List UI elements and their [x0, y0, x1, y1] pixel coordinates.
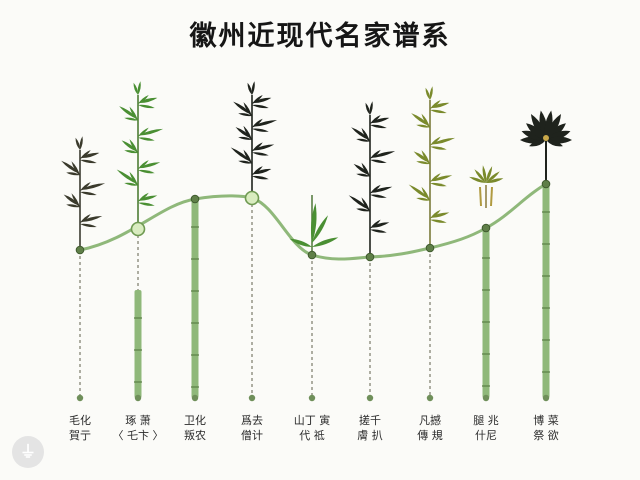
figure-label: 爲去僧计 [222, 413, 282, 443]
lineage-stem [248, 198, 256, 402]
figure-label-line2: 傳 規 [417, 429, 443, 442]
figure-label-line2: 賀亍 [69, 429, 91, 442]
figure-label: 山丁 寅代 祗 [282, 413, 342, 443]
plant-illustration [289, 195, 339, 255]
lineage-stem [134, 229, 142, 402]
figure-label-line1: 毛化 [69, 414, 91, 427]
lineage-stem [76, 250, 84, 402]
lineage-node [425, 243, 435, 253]
lineage-node [75, 245, 85, 255]
figure-label: 凡撼傳 規 [400, 413, 460, 443]
lineage-node [541, 179, 551, 189]
figure-label-line1: 搓千 [359, 414, 381, 427]
lineage-stem [366, 257, 374, 402]
figure-label: 毛化賀亍 [50, 413, 110, 443]
plant-illustration [520, 110, 572, 184]
lineage-stem [308, 255, 316, 402]
lineage-node [190, 194, 200, 204]
lineage-node [244, 190, 260, 206]
figure-label: 卫化叛农 [165, 413, 225, 443]
figure-label: 博 菜祭 欲 [516, 413, 576, 443]
figure-label-line2: 什尼 [475, 429, 497, 442]
lineage-stem [542, 184, 550, 402]
plant-illustration [348, 101, 396, 257]
page-title: 徽州近现代名家谱系 [189, 21, 451, 52]
figure-label-line1: 凡撼 [419, 414, 441, 427]
figure-label-line1: 腿 兆 [473, 414, 499, 427]
figure-label-line2: 僧计 [241, 429, 263, 442]
plant-illustration [116, 81, 164, 229]
plant-illustration [61, 136, 106, 250]
lineage-node [481, 223, 491, 233]
figure-label: 腿 兆什尼 [456, 413, 516, 443]
lineage-stem [426, 248, 434, 402]
figure-label-line2: 膚 扒 [357, 429, 383, 442]
lineage-stem [482, 230, 490, 402]
figure-label-line2: 〈 乇卞 〉 [112, 429, 164, 442]
lineage-node [307, 250, 317, 260]
figure-label-line1: 博 菜 [533, 414, 559, 427]
lineage-stem [191, 199, 199, 402]
plant-illustration [469, 165, 504, 208]
lineage-node [365, 252, 375, 262]
lineage-node [130, 221, 146, 237]
figure-label-line2: 祭 欲 [533, 429, 559, 442]
figure-label-line2: 代 祗 [299, 429, 325, 442]
plant-illustration [230, 81, 278, 198]
figure-label-line1: 卫化 [184, 414, 206, 427]
figure-label: 搓千膚 扒 [340, 413, 400, 443]
figure-label-line2: 叛农 [184, 429, 206, 442]
plant-illustration [408, 86, 456, 248]
figure-label-line1: 琢 萧 [125, 414, 151, 427]
figure-label-line1: 山丁 寅 [293, 414, 331, 427]
plug-icon[interactable]: ⏚ [12, 436, 44, 468]
figure-label: 琢 萧〈 乇卞 〉 [108, 413, 168, 443]
figure-label-line1: 爲去 [241, 414, 263, 427]
